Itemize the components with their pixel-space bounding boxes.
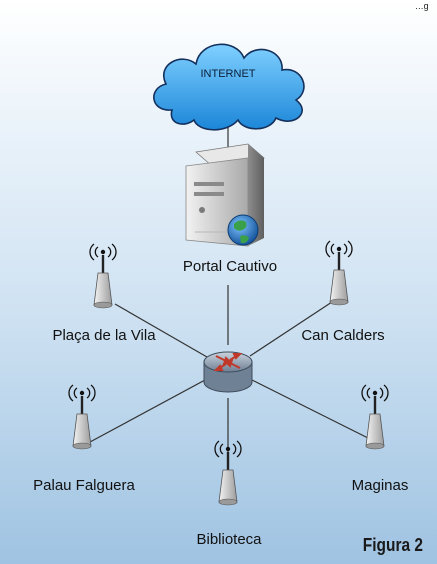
link-palau (89, 379, 206, 443)
ap-label-can-calders: Can Calders (301, 327, 385, 344)
link-placa (114, 303, 208, 358)
ap-label-biblioteca: Biblioteca (196, 531, 262, 548)
link-can-calders (249, 299, 336, 357)
network-links (89, 118, 373, 468)
access-point-can-calders-icon (325, 240, 353, 306)
server-icon (185, 143, 265, 247)
header-fragment: ...g (415, 1, 429, 11)
access-point-biblioteca-icon (214, 440, 242, 506)
access-point-placa-icon (89, 243, 117, 309)
access-point-maginas-icon (361, 384, 389, 450)
link-maginas (251, 379, 373, 441)
router-icon (203, 351, 253, 393)
cloud-label: INTERNET (201, 68, 256, 80)
internet-cloud-icon: INTERNET (153, 43, 305, 131)
ap-label-palau: Palau Falguera (33, 477, 135, 494)
figure-caption: Figura 2 (362, 535, 423, 555)
ap-label-maginas: Maginas (351, 477, 409, 494)
server-label: Portal Cautivo (182, 258, 278, 275)
globe-icon (227, 214, 259, 246)
access-point-palau-icon (68, 384, 96, 450)
ap-label-placa: Plaça de la Vila (52, 327, 156, 344)
